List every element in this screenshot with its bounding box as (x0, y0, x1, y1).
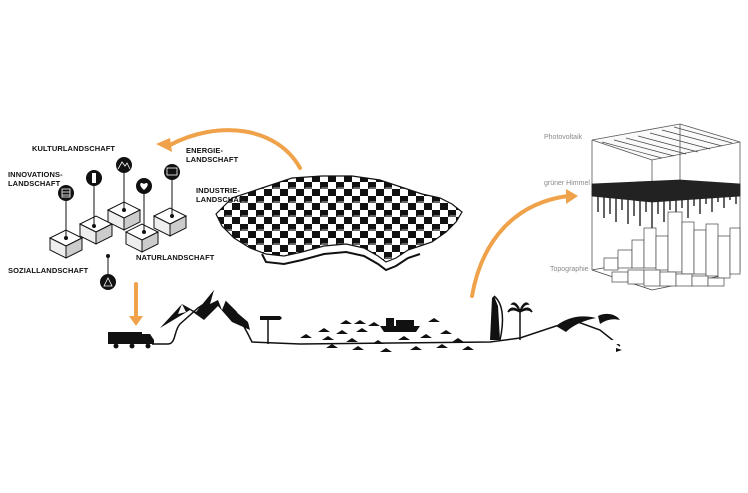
truck-icon (108, 332, 154, 349)
arrow-right-curve (470, 194, 570, 298)
label-gruener-himmel: grüner Himmel (544, 180, 590, 187)
gruener-himmel-band (591, 179, 741, 203)
ship-icon (380, 318, 420, 332)
mountains (160, 290, 250, 330)
label-kulturlandschaft: KULTURLANDSCHAFT (32, 144, 116, 153)
bottom-scene (108, 290, 622, 352)
sea-waves (300, 318, 474, 352)
label-energie-line1: ENERGIE- (186, 146, 224, 155)
label-topographie: Topographie (550, 266, 589, 273)
dunes (556, 313, 622, 352)
palm-tree-icon (507, 302, 533, 340)
warning-icon (100, 274, 116, 290)
photovoltaik-plane (591, 123, 741, 161)
arrowheads (129, 138, 578, 326)
cube-kultur (78, 215, 114, 245)
isometric-landscape-map (215, 175, 463, 272)
label-energie-line2: LANDSCHAFT (186, 155, 239, 164)
arrowhead-right (566, 189, 578, 204)
factory-icon (164, 164, 180, 180)
arrowhead-down (129, 316, 143, 326)
label-soziallandschaft: SOZIALLANDSCHAFT (8, 266, 89, 275)
burj-tower-icon (490, 295, 504, 341)
left-landscape-diagram (48, 157, 188, 290)
arrowhead-topleft (156, 138, 172, 152)
label-innovation-line1: INNOVATIONS- (8, 170, 63, 179)
building-icon (58, 185, 74, 201)
sky-stripes (597, 190, 737, 230)
label-naturlandschaft: NATURLANDSCHAFT (136, 253, 215, 262)
layered-3d-diagram (591, 123, 741, 291)
label-industrie-line1: INDUSTRIE- (196, 186, 240, 195)
cube-heart (124, 223, 160, 253)
signpost-icon (260, 316, 282, 344)
arrow-top-curve (166, 128, 302, 170)
pin-glyphs (61, 161, 178, 287)
label-photovoltaik: Photovoltaik (544, 134, 583, 141)
label-innovation-line2: LANDSCHAFT (8, 179, 61, 188)
pin-dots (64, 208, 174, 258)
cube-industrie (152, 207, 188, 237)
label-industrie-line2: LANDSCHAFT (196, 195, 249, 204)
topography-blocks (603, 211, 741, 287)
orange-arrows (134, 128, 570, 320)
